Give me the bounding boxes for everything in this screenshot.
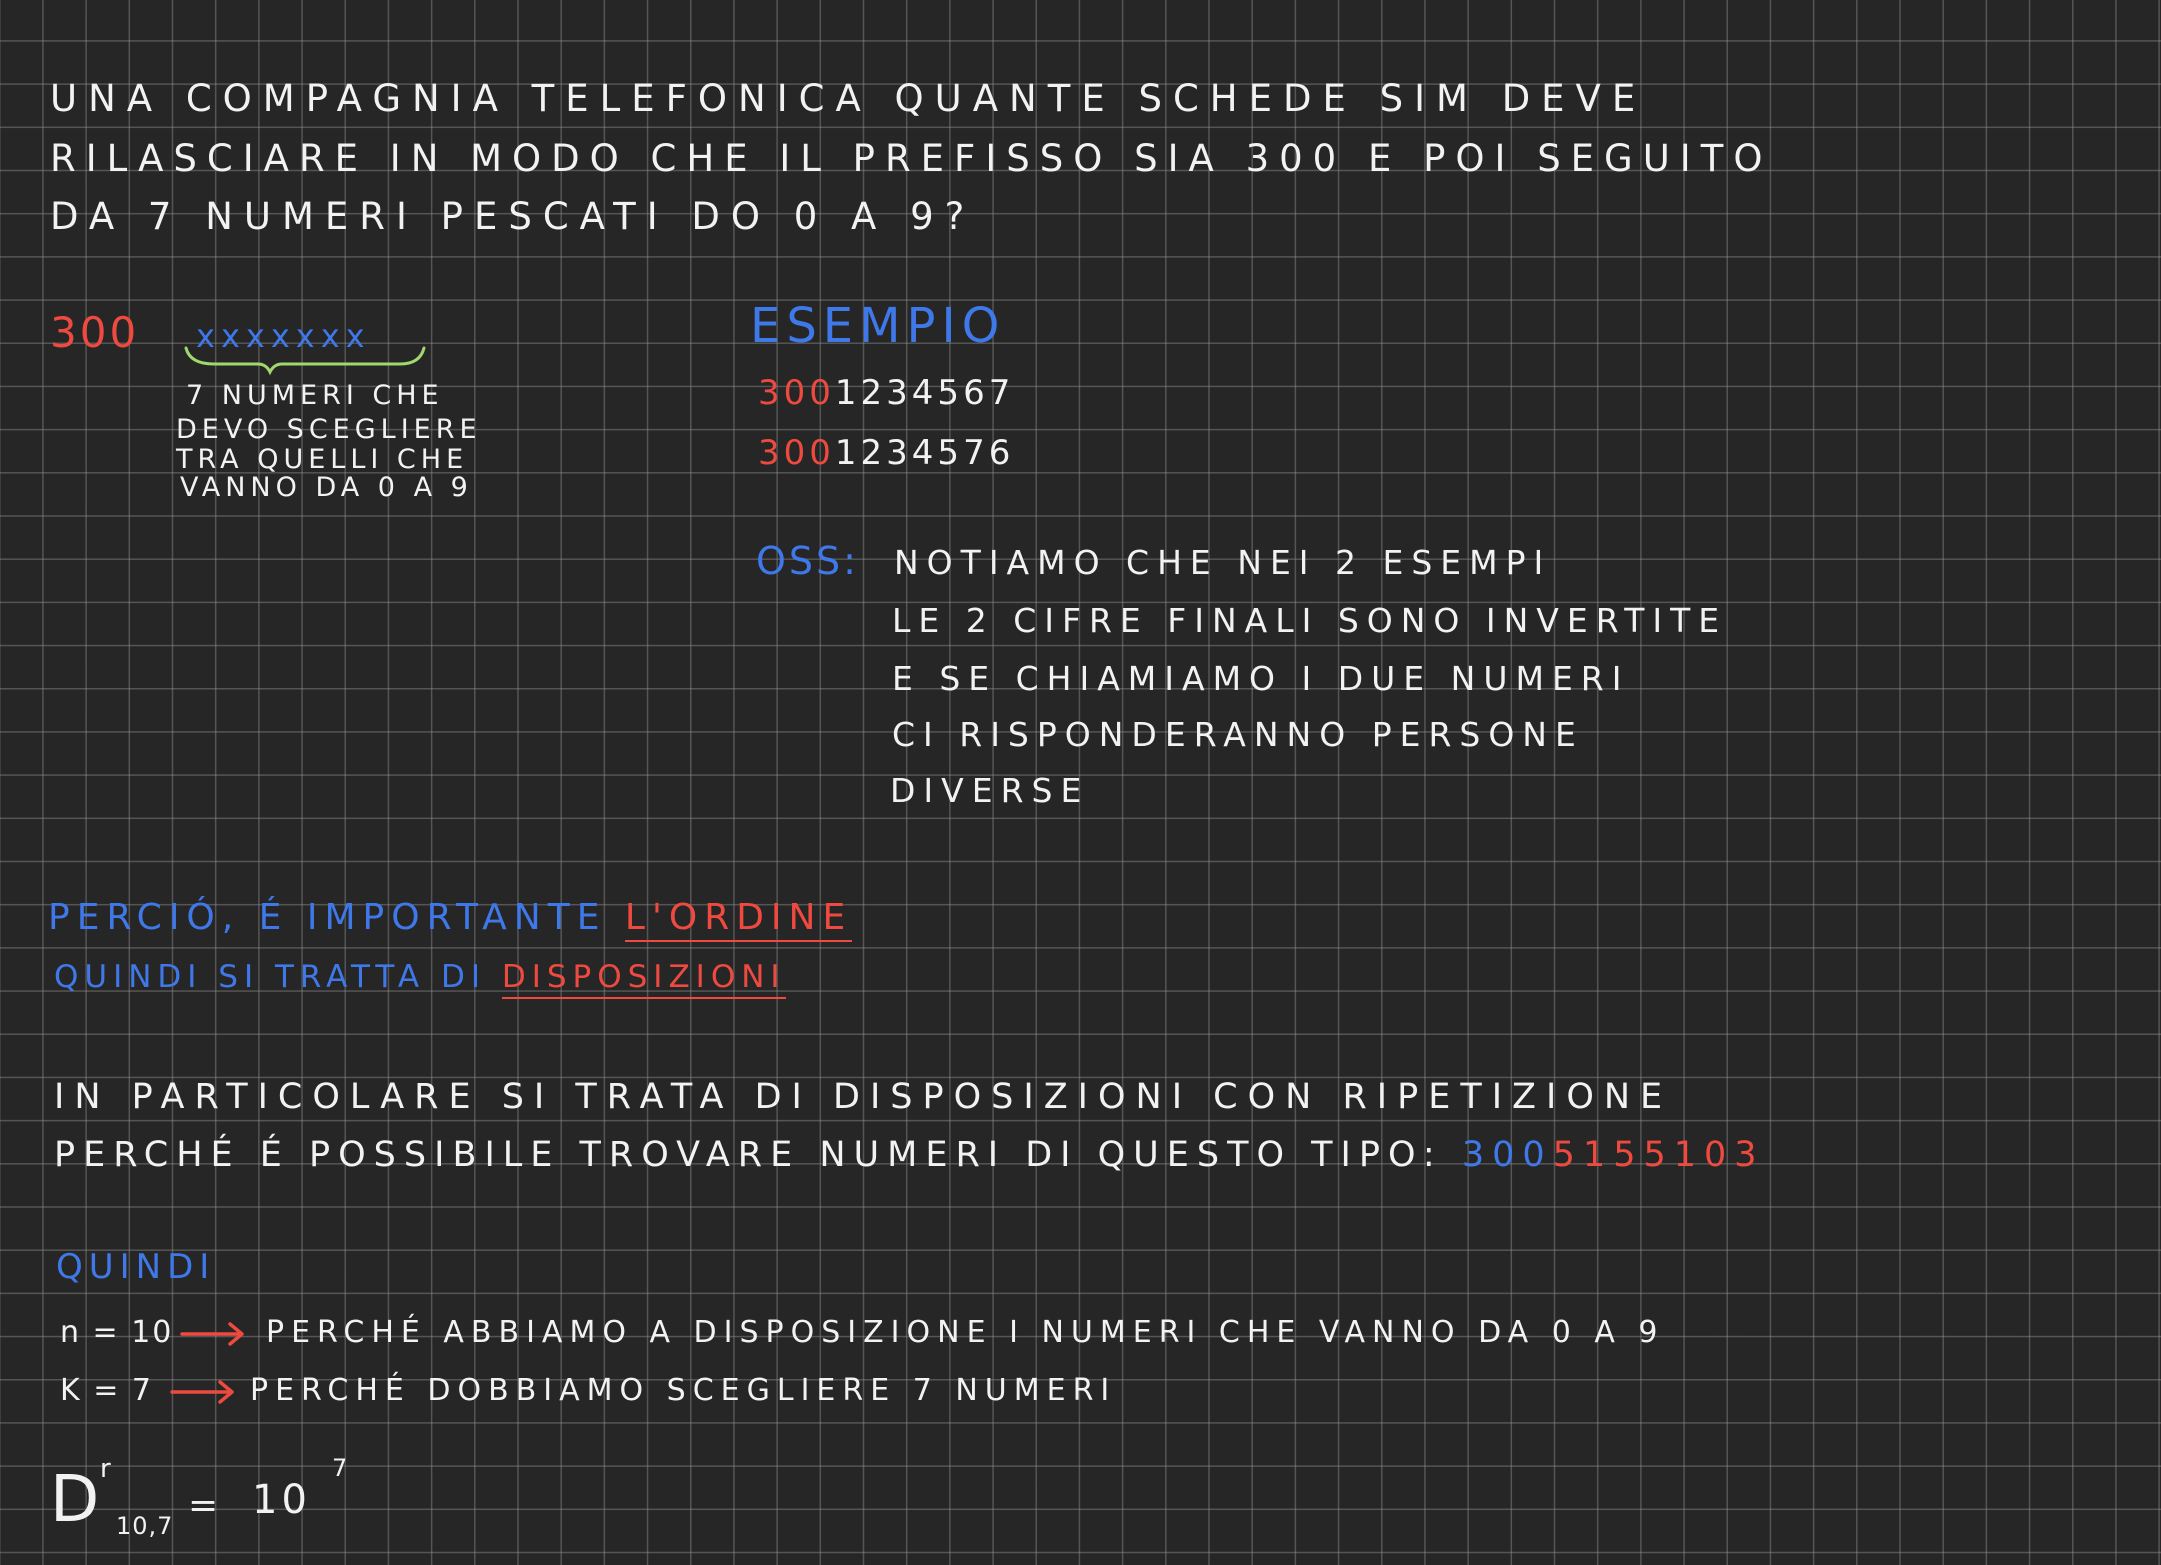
particular-example-digits: 5155103 [1552,1135,1765,1175]
conclusion-line-1: PERCIÓ, É IMPORTANTE L'ORDINE [48,897,853,942]
observation-line-1: NOTIAMO CHE NEI 2 ESEMPI [894,543,1552,582]
question-line-2: RILASCIARE IN MODO CHE IL PREFISSO SIA 3… [50,137,1773,180]
conclusion-line-2-highlight: DISPOSIZIONI [501,959,786,999]
example-item-2: 3001234576 [758,436,1014,470]
formula-superscript: r [100,1454,111,1484]
question-line-3: DA 7 NUMERI PESCATI DO 0 A 9? [50,195,976,238]
observation-line-3: E SE CHIAMIAMO I DUE NUMERI [892,659,1630,698]
quindi-n-text: PERCHÉ ABBIAMO A DISPOSIZIONE I NUMERI C… [266,1315,1665,1350]
arrow-n [180,1322,244,1346]
scheme-note-line-3: TRA QUELLI CHE [176,444,469,475]
quindi-k-label: K = 7 [60,1373,153,1408]
scheme-placeholders: xxxxxxx [196,317,371,355]
formula-symbol: D [50,1463,100,1537]
example-item-1: 3001234567 [758,376,1014,410]
formula-exponent: 7 [332,1454,348,1482]
example-item-2-prefix: 300 [758,433,835,473]
example-title: ESEMPIO [750,298,1006,354]
example-item-1-prefix: 300 [758,373,835,413]
conclusion-line-2: QUINDI SI TRATTA DI DISPOSIZIONI [54,959,786,999]
particular-example-prefix: 300 [1461,1135,1553,1175]
observation-line-2: LE 2 CIFRE FINALI SONO INVERTITE [892,601,1728,640]
scheme-prefix: 300 [50,308,140,357]
example-item-2-digits: 1234576 [834,433,1015,473]
scheme-note-line-1: 7 NUMERI CHE [186,380,444,411]
formula-equals: = [188,1485,219,1526]
scheme-note-line-4: VANNO DA 0 A 9 [180,472,473,503]
scheme-note-line-2: DEVO SCEGLIERE [176,414,482,445]
particular-line-2: PERCHÉ É POSSIBILE TROVARE NUMERI DI QUE… [54,1138,1765,1173]
formula-base: 10 [252,1477,311,1523]
quindi-n-label: n = 10 [60,1315,174,1350]
question-line-1: UNA COMPAGNIA TELEFONICA QUANTE SCHEDE S… [50,77,1647,120]
observation-label: OSS: [756,539,859,583]
quindi-k-text: PERCHÉ DOBBIAMO SCEGLIERE 7 NUMERI [250,1373,1117,1408]
observation-line-5: DIVERSE [890,771,1090,810]
quindi-title: QUINDI [56,1247,216,1287]
arrow-k [170,1380,234,1404]
formula-subscript: 10,7 [116,1512,174,1540]
conclusion-line-1-highlight: L'ORDINE [624,897,853,942]
particular-line-1: IN PARTICOLARE SI TRATA DI DISPOSIZIONI … [54,1077,1673,1117]
example-item-1-digits: 1234567 [834,373,1015,413]
observation-line-4: CI RISPONDERANNO PERSONE [892,715,1584,754]
particular-line-2-text: PERCHÉ É POSSIBILE TROVARE NUMERI DI QUE… [54,1135,1443,1175]
conclusion-line-1-text: PERCIÓ, É IMPORTANTE [48,897,607,938]
conclusion-line-2-text: QUINDI SI TRATTA DI [54,959,486,995]
